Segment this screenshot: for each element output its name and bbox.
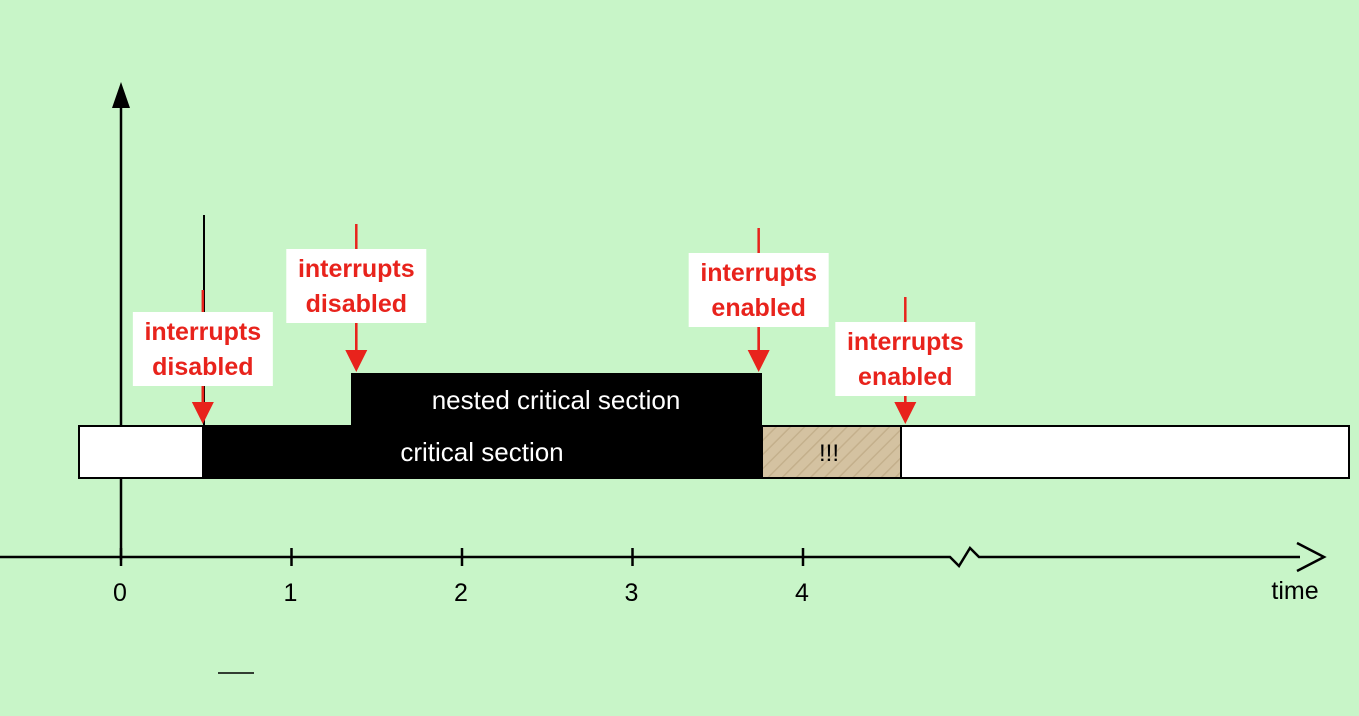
annotation-box xyxy=(835,322,976,396)
annotation-box xyxy=(688,253,829,327)
tick-label: 4 xyxy=(795,579,809,607)
tick-label: 3 xyxy=(625,579,639,607)
nested-critical-section-block xyxy=(351,373,762,428)
annotation-line1: interrupts xyxy=(700,259,817,287)
annotation-line1: interrupts xyxy=(298,255,415,283)
tick-label: 2 xyxy=(454,579,468,607)
annotation-box xyxy=(132,312,273,386)
time-axis: 0 1 2 3 4 time xyxy=(0,541,1327,607)
down-arrow-icon xyxy=(894,402,917,424)
time-axis-label: time xyxy=(1271,577,1318,605)
down-arrow-icon xyxy=(747,350,770,372)
tick-group: 0 1 2 3 4 xyxy=(113,548,809,607)
down-arrow-icon xyxy=(345,350,368,372)
annotation-interrupts-disabled: interrupts disabled xyxy=(132,290,273,424)
vertical-axis xyxy=(112,82,130,560)
up-arrow-icon xyxy=(112,82,130,108)
time-axis-line xyxy=(0,545,1300,569)
annotation-group: interruptsdisabledinterruptsdisabledinte… xyxy=(132,224,976,424)
annotation-box xyxy=(286,249,427,323)
nested-critical-section-label: nested critical section xyxy=(432,385,681,415)
right-arrow-icon xyxy=(1296,541,1327,573)
down-arrow-icon xyxy=(191,402,214,424)
annotation-line2: disabled xyxy=(152,353,253,381)
pending-interrupt-block xyxy=(761,425,902,479)
annotation-line2: disabled xyxy=(306,290,407,318)
pending-interrupt-label: !!! xyxy=(819,440,839,467)
critical-section-label: critical section xyxy=(400,437,563,467)
annotation-line1: interrupts xyxy=(144,318,261,346)
annotation-line2: enabled xyxy=(858,363,952,391)
annotation-interrupts-enabled: interrupts enabled xyxy=(835,297,976,424)
annotation-line2: enabled xyxy=(711,294,805,322)
annotation-interrupts-disabled: interrupts disabled xyxy=(286,224,427,372)
critical-section-block xyxy=(202,426,762,478)
annotation-interrupts-enabled: interrupts enabled xyxy=(688,228,829,372)
tick-label: 1 xyxy=(284,579,298,607)
tick-label: 0 xyxy=(113,579,127,607)
annotation-line1: interrupts xyxy=(847,328,964,356)
task-bar: critical section nested critical section… xyxy=(78,373,1350,479)
